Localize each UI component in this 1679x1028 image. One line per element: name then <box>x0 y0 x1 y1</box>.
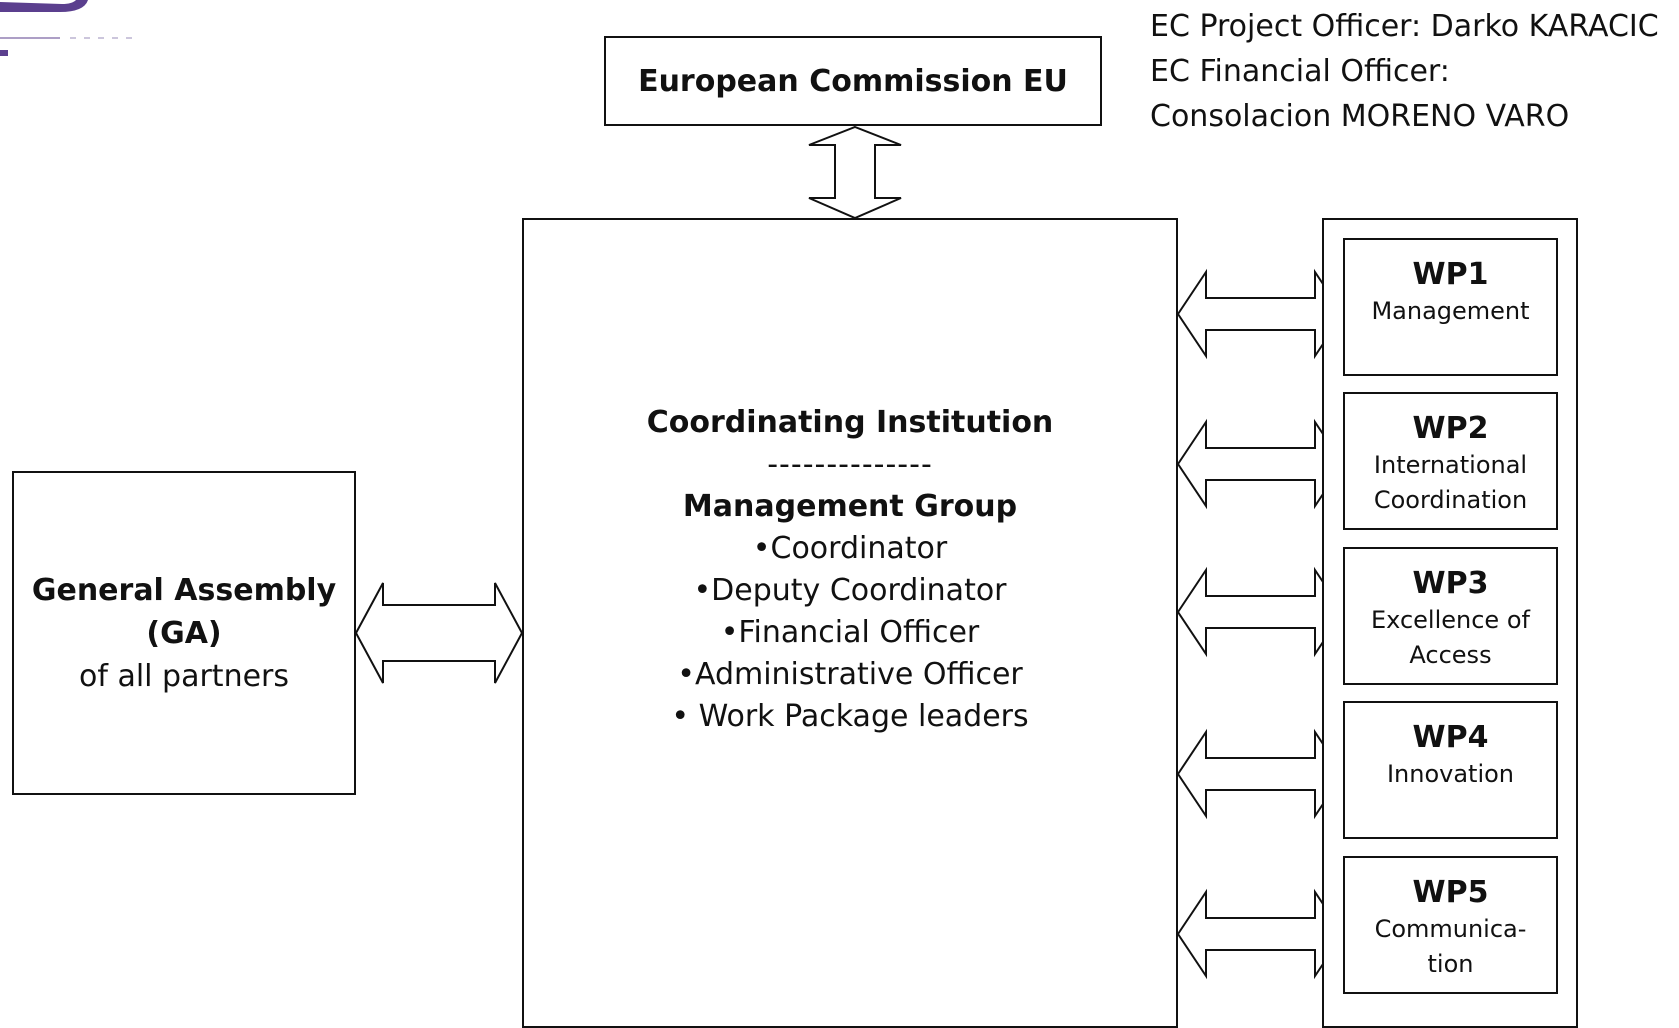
wp4-label: Innovation <box>1386 760 1515 788</box>
financial-officer-line: EC Financial Officer: <box>1150 54 1450 89</box>
member-administrative-officer: •Administrative Officer <box>677 657 1023 692</box>
wp3-box: WP3 Excellence of Access <box>1343 547 1558 685</box>
wp5-title: WP5 <box>1412 875 1489 910</box>
wp5-arrow <box>1176 888 1345 980</box>
european-commission-box: European Commission EU <box>604 36 1102 126</box>
wp1-title: WP1 <box>1412 257 1489 292</box>
wp3-title: WP3 <box>1412 566 1489 601</box>
ec-officers: EC Project Officer: Darko KARACIC EC Fin… <box>1150 4 1675 139</box>
member-deputy-coordinator: •Deputy Coordinator <box>693 573 1007 608</box>
logo <box>0 0 140 56</box>
wp2-box: WP2 International Coordination <box>1343 392 1558 530</box>
member-coordinator: •Coordinator <box>752 531 948 566</box>
wp4-arrow <box>1176 728 1345 820</box>
wp2-title: WP2 <box>1412 411 1489 446</box>
general-assembly-box: General Assembly (GA) of all partners <box>12 471 356 795</box>
wp2-label-line1: International <box>1373 451 1528 479</box>
wp3-arrow <box>1176 566 1345 658</box>
coordinating-institution-content: Coordinating Institution -------------- … <box>524 402 1176 738</box>
wp1-arrow <box>1176 268 1345 360</box>
financial-officer-name-line: Consolacion MORENO VARO <box>1150 99 1570 134</box>
project-officer-line: EC Project Officer: Darko KARACIC <box>1150 9 1659 44</box>
wp1-box: WP1 Management <box>1343 238 1558 376</box>
wp1-label: Management <box>1371 297 1530 325</box>
general-assembly-title: General Assembly <box>31 572 337 608</box>
separator-line: -------------- <box>767 447 933 482</box>
management-group-title: Management Group <box>682 489 1018 524</box>
general-assembly-abbrev: (GA) <box>146 615 222 651</box>
coordinating-institution-title: Coordinating Institution <box>646 405 1054 440</box>
wp5-box: WP5 Communica- tion <box>1343 856 1558 994</box>
wp2-label-line2: Coordination <box>1373 486 1528 514</box>
wp3-label-line1: Excellence of <box>1371 606 1530 634</box>
member-financial-officer: •Financial Officer <box>720 615 980 650</box>
european-commission-label: European Commission EU <box>638 63 1068 99</box>
member-work-package-leaders: • Work Package leaders <box>671 699 1029 734</box>
coordinating-institution-box: Coordinating Institution -------------- … <box>522 218 1178 1028</box>
wp2-arrow <box>1176 418 1345 510</box>
wp5-label-line2: tion <box>1427 950 1474 978</box>
general-assembly-subtitle: of all partners <box>79 658 289 694</box>
wp4-title: WP4 <box>1412 720 1489 755</box>
wp3-label-line2: Access <box>1409 641 1492 669</box>
ga-coordinating-arrow <box>354 582 524 684</box>
ec-coordinating-arrow <box>808 125 902 220</box>
wp5-label-line1: Communica- <box>1374 915 1527 943</box>
wp4-box: WP4 Innovation <box>1343 701 1558 839</box>
